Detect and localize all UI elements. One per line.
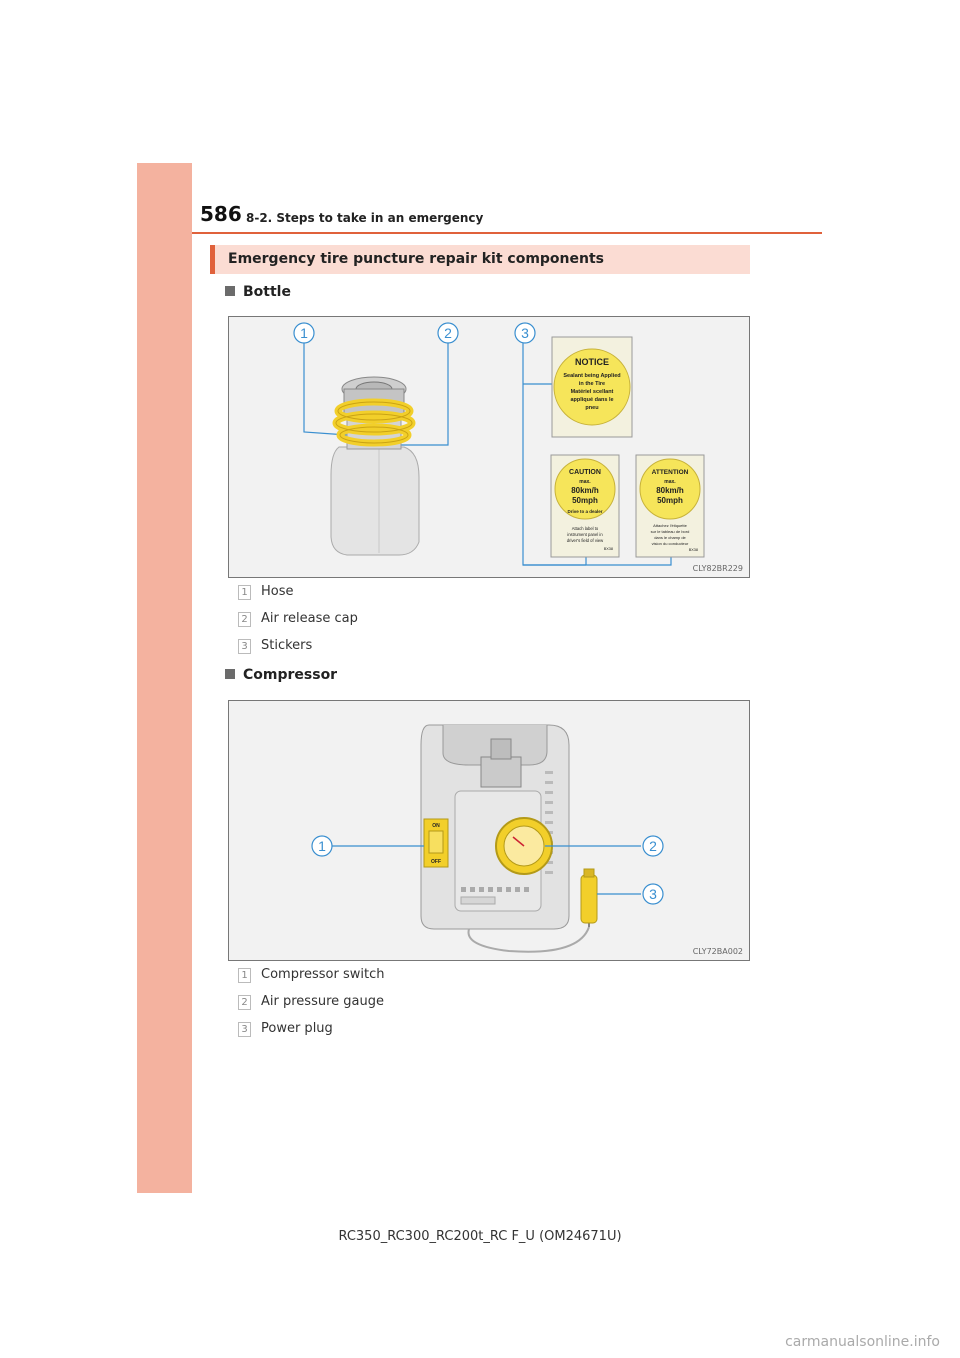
bottle-heading-text: Bottle — [243, 284, 291, 300]
svg-text:50mph: 50mph — [572, 496, 598, 505]
callout-3: 3 — [521, 325, 529, 341]
footer-model: RC350_RC300_RC200t_RC F_U (OM24671U) — [338, 1229, 622, 1244]
svg-text:sur le tableau de bord: sur le tableau de bord — [651, 529, 690, 534]
banner-title: Emergency tire puncture repair kit compo… — [228, 251, 605, 267]
sealant-bottle-illustration — [330, 376, 420, 556]
bottle-figure: 1 2 3 — [228, 316, 750, 578]
legend-label: Hose — [261, 584, 294, 599]
legend-label: Air pressure gauge — [261, 994, 384, 1009]
bottle-leader-lines — [303, 343, 672, 566]
section-banner: Emergency tire puncture repair kit compo… — [210, 245, 750, 274]
legend-label: Stickers — [261, 638, 313, 653]
svg-text:appliqué dans le: appliqué dans le — [570, 397, 613, 403]
list-item: 2 Air release cap — [238, 611, 358, 638]
svg-text:driver's field of view: driver's field of view — [567, 538, 604, 543]
svg-text:BX38: BX38 — [689, 548, 698, 552]
bottle-illustration: 1 2 3 — [293, 322, 705, 566]
compressor-heading-text: Compressor — [243, 667, 338, 683]
caution-sticker: CAUTION max. 80km/h 50mph Drive to a dea… — [550, 454, 620, 558]
svg-text:max.: max. — [664, 479, 676, 485]
legend-label: Air release cap — [261, 611, 358, 626]
svg-text:vision du conducteur: vision du conducteur — [652, 541, 689, 546]
callout-3: 3 — [649, 886, 657, 902]
chapter-side-strip — [137, 163, 192, 1193]
square-bullet-icon — [225, 286, 235, 296]
legend-label: Power plug — [261, 1021, 333, 1036]
compressor-callouts: 1 2 3 — [311, 835, 664, 905]
callout-2: 2 — [444, 325, 452, 341]
callout-1: 1 — [318, 838, 326, 854]
list-item: 3 Power plug — [238, 1021, 384, 1048]
list-item: 1 Hose — [238, 584, 358, 611]
compressor-switch-illustration: ON OFF — [423, 818, 449, 868]
compressor-legend: 1 Compressor switch 2 Air pressure gauge 3… — [238, 967, 384, 1048]
list-item: 1 Compressor switch — [238, 967, 384, 994]
svg-text:50mph: 50mph — [657, 496, 683, 505]
legend-number: 3 — [238, 1022, 251, 1037]
callout-2: 2 — [649, 838, 657, 854]
compressor-illustration: ON OFF 1 2 3 — [311, 724, 664, 953]
compressor-heading: Compressor — [225, 667, 337, 683]
section-title: 8-2. Steps to take in an emergency — [246, 211, 484, 225]
watermark[interactable]: carmanualsonline.info — [785, 1334, 940, 1350]
svg-text:Drive to a dealer: Drive to a dealer — [567, 509, 602, 514]
bottle-callouts: 1 2 3 — [293, 322, 536, 344]
attention-title: ATTENTION — [652, 469, 689, 476]
compressor-figure-code: CLY72BA002 — [692, 947, 743, 956]
caution-title: CAUTION — [569, 469, 601, 476]
legend-number: 2 — [238, 995, 251, 1010]
svg-text:max.: max. — [579, 479, 591, 485]
legend-number: 1 — [238, 968, 251, 983]
svg-text:Sealant being Applied: Sealant being Applied — [563, 373, 620, 379]
svg-text:BX38: BX38 — [604, 547, 613, 551]
svg-text:Attachez l'étiquette: Attachez l'étiquette — [653, 523, 687, 528]
legend-number: 2 — [238, 612, 251, 627]
list-item: 2 Air pressure gauge — [238, 994, 384, 1021]
switch-off-label: OFF — [431, 859, 441, 865]
compressor-figure: ON OFF 1 2 3 CLY72BA — [228, 700, 750, 961]
notice-title: NOTICE — [575, 357, 609, 367]
svg-text:instrument panel in: instrument panel in — [567, 532, 603, 537]
legend-number: 1 — [238, 585, 251, 600]
switch-on-label: ON — [432, 823, 440, 829]
svg-text:80km/h: 80km/h — [656, 486, 684, 495]
svg-text:80km/h: 80km/h — [571, 486, 599, 495]
svg-text:pneu: pneu — [585, 405, 598, 411]
bottle-figure-code: CLY82BR229 — [692, 564, 743, 573]
svg-text:in the Tire: in the Tire — [579, 381, 605, 387]
svg-text:Matériel scellant: Matériel scellant — [571, 389, 614, 395]
notice-sticker: NOTICE Sealant being Applied in the Tire… — [551, 336, 633, 438]
legend-label: Compressor switch — [261, 967, 385, 982]
compressor-leader-lines — [331, 845, 641, 895]
svg-text:dans le champ de: dans le champ de — [654, 535, 686, 540]
attention-sticker: ATTENTION max. 80km/h 50mph Attachez l'é… — [635, 454, 705, 558]
bottle-heading: Bottle — [225, 284, 291, 300]
air-pressure-gauge-illustration — [495, 817, 553, 875]
page-number: 586 — [200, 202, 242, 226]
header-rule — [192, 232, 822, 234]
callout-1: 1 — [300, 325, 308, 341]
svg-text:Attach label to: Attach label to — [572, 526, 599, 531]
square-bullet-icon — [225, 669, 235, 679]
power-plug-illustration — [467, 868, 598, 953]
legend-number: 3 — [238, 639, 251, 654]
list-item: 3 Stickers — [238, 638, 358, 665]
bottle-legend: 1 Hose 2 Air release cap 3 Stickers — [238, 584, 358, 665]
